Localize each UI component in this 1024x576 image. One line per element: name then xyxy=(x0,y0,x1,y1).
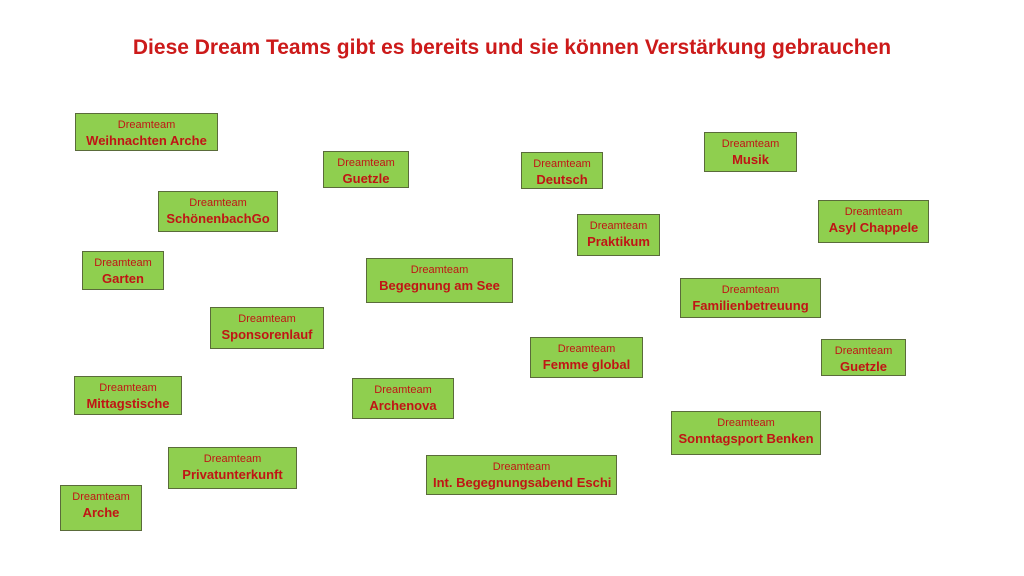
team-sonntagsport-benken: Dreamteam Sonntagsport Benken xyxy=(671,411,821,455)
team-prefix: Dreamteam xyxy=(492,461,551,473)
team-arche: Dreamteam Arche xyxy=(60,485,142,531)
team-int-begegnungsabend-eschi: Dreamteam Int. Begegnungsabend Eschi xyxy=(426,455,617,495)
team-asyl-chappele: Dreamteam Asyl Chappele xyxy=(818,200,929,243)
team-prefix: Dreamteam xyxy=(94,257,152,269)
team-name: Guetzle xyxy=(840,359,887,374)
team-musik: Dreamteam Musik xyxy=(704,132,797,172)
team-name: Archenova xyxy=(369,398,437,413)
team-garten: Dreamteam Garten xyxy=(82,251,164,290)
team-prefix: Dreamteam xyxy=(717,417,775,429)
team-name: Weihnachten Arche xyxy=(86,133,207,148)
team-name: Guetzle xyxy=(342,171,390,186)
team-guetzle-1: Dreamteam Guetzle xyxy=(323,151,409,188)
team-name: Musik xyxy=(732,152,769,167)
team-prefix: Dreamteam xyxy=(410,264,469,276)
team-femme-global: Dreamteam Femme global xyxy=(530,337,643,378)
team-name: Arche xyxy=(82,505,120,520)
team-familienbetreuung: Dreamteam Familienbetreuung xyxy=(680,278,821,318)
team-begegnung-am-see: Dreamteam Begegnung am See xyxy=(366,258,513,303)
team-schoenenbachgo: Dreamteam SchönenbachGo xyxy=(158,191,278,232)
team-name: Privatunterkunft xyxy=(182,467,283,482)
team-mittagstische: Dreamteam Mittagstische xyxy=(74,376,182,415)
team-guetzle-2: Dreamteam Guetzle xyxy=(821,339,906,376)
team-name: Begegnung am See xyxy=(379,278,500,293)
team-prefix: Dreamteam xyxy=(99,382,157,394)
team-prefix: Dreamteam xyxy=(589,220,648,232)
team-prefix: Dreamteam xyxy=(374,384,432,396)
team-prefix: Dreamteam xyxy=(117,119,176,131)
team-name: Sonntagsport Benken xyxy=(678,431,814,446)
team-prefix: Dreamteam xyxy=(533,158,591,170)
team-prefix: Dreamteam xyxy=(721,284,780,296)
team-name: Femme global xyxy=(542,357,631,372)
team-privatunterkunft: Dreamteam Privatunterkunft xyxy=(168,447,297,489)
team-weihnachten-arche: Dreamteam Weihnachten Arche xyxy=(75,113,218,151)
team-deutsch: Dreamteam Deutsch xyxy=(521,152,603,189)
team-name: Praktikum xyxy=(587,234,650,249)
team-name: Sponsorenlauf xyxy=(221,327,313,342)
team-praktikum: Dreamteam Praktikum xyxy=(577,214,660,256)
team-prefix: Dreamteam xyxy=(834,345,893,357)
team-name: Int. Begegnungsabend Eschi xyxy=(433,475,612,490)
team-name: Deutsch xyxy=(536,172,588,187)
team-prefix: Dreamteam xyxy=(238,313,296,325)
team-prefix: Dreamteam xyxy=(203,453,262,465)
team-prefix: Dreamteam xyxy=(844,206,903,218)
team-prefix: Dreamteam xyxy=(189,197,247,209)
team-prefix: Dreamteam xyxy=(72,491,130,503)
team-name: Mittagstische xyxy=(86,396,170,411)
team-name: Asyl Chappele xyxy=(828,220,919,235)
team-sponsorenlauf: Dreamteam Sponsorenlauf xyxy=(210,307,324,349)
team-prefix: Dreamteam xyxy=(721,138,780,150)
team-prefix: Dreamteam xyxy=(557,343,616,355)
team-name: Garten xyxy=(102,271,144,286)
team-prefix: Dreamteam xyxy=(337,157,395,169)
team-name: Familienbetreuung xyxy=(692,298,809,313)
page-title: Diese Dream Teams gibt es bereits und si… xyxy=(132,36,892,59)
team-archenova: Dreamteam Archenova xyxy=(352,378,454,419)
team-name: SchönenbachGo xyxy=(166,211,270,226)
